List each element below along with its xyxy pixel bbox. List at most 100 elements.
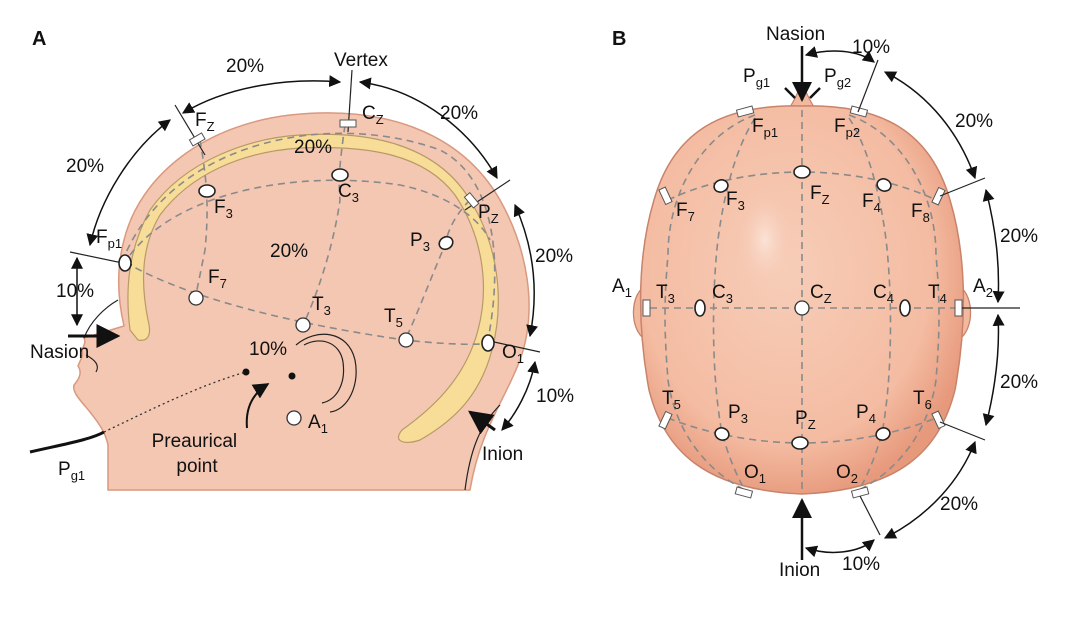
electrode-f3-top xyxy=(713,179,729,193)
panel-b-label: B xyxy=(612,28,626,50)
label-a1-side: A1 xyxy=(308,412,328,436)
arrow-top-left-20 xyxy=(181,75,342,114)
tick-fp2-top xyxy=(857,59,879,113)
pad-f7-top xyxy=(658,186,673,206)
label-t3-top: T3 xyxy=(656,282,675,306)
label-t5-top: T5 xyxy=(662,388,681,412)
label-inion-top: Inion xyxy=(779,560,820,581)
label-fz-side: FZ xyxy=(195,110,215,134)
electrode-fp1-side xyxy=(118,254,132,272)
panel-a-side-view: A xyxy=(29,28,574,491)
label-c4-top: C4 xyxy=(873,282,894,306)
electrode-fz-top xyxy=(793,165,811,179)
label-pct-mid: 20% xyxy=(270,241,308,262)
label-fp1-side: Fp1 xyxy=(96,227,122,251)
label-f7-side: F7 xyxy=(208,267,227,291)
panel-b-top-view: B xyxy=(612,24,1038,581)
label-inion-side: Inion xyxy=(482,444,523,465)
label-pct-ear-10: 10% xyxy=(249,339,287,360)
label-a2-top: A2 xyxy=(973,276,993,300)
top-head-highlight xyxy=(737,190,793,290)
pad-fz xyxy=(188,132,206,147)
label-pct-band: 20% xyxy=(294,137,332,158)
pad-t5-top xyxy=(658,410,673,430)
arrow-inion-10 xyxy=(501,360,540,431)
pg1-lead-wire xyxy=(29,430,105,454)
electrode-p3-side xyxy=(438,235,454,251)
pad-o2-top xyxy=(850,486,870,499)
label-pct-top-10: 10% xyxy=(852,37,890,58)
arrow-preaurical-pointer xyxy=(245,383,270,429)
label-pct-top-left: 20% xyxy=(226,56,264,77)
electrode-f3-side xyxy=(198,184,216,198)
tick-fz xyxy=(174,104,206,156)
label-o1-side: O1 xyxy=(502,342,524,366)
arrow-left-20 xyxy=(86,119,171,247)
label-p4-top: P4 xyxy=(856,402,876,426)
label-pct-bottom-10: 10% xyxy=(842,554,880,575)
label-p3-top: P3 xyxy=(728,402,748,426)
electrode-o1-side xyxy=(481,334,495,352)
arrow-top-right-20 xyxy=(358,77,498,180)
label-a1-top: A1 xyxy=(612,276,632,300)
label-pz-side: PZ xyxy=(478,202,499,226)
arrow-right-20-bottom xyxy=(883,440,977,539)
pad-t4-top xyxy=(954,299,963,317)
label-pg1-top: Pg1 xyxy=(743,66,770,90)
top-head-outline xyxy=(639,105,965,495)
arrow-right-20-lower xyxy=(982,313,1005,427)
arrow-right-20-top xyxy=(883,71,978,180)
arrow-top-10 xyxy=(804,46,875,63)
pad-t6-top xyxy=(931,410,946,430)
side-brain-band xyxy=(127,133,499,443)
label-f3-top: F3 xyxy=(726,189,745,213)
preaurical-dot-1 xyxy=(242,368,250,376)
label-pz-top: PZ xyxy=(795,408,816,432)
label-pct-right-20-top: 20% xyxy=(955,111,993,132)
arrow-inion-pointer xyxy=(468,410,496,435)
label-pg2-top: Pg2 xyxy=(824,66,851,90)
label-t4-top: T4 xyxy=(928,282,947,306)
electrode-c3-side xyxy=(331,168,349,182)
electrode-cz-top xyxy=(794,300,810,316)
label-o2-top: O2 xyxy=(836,462,858,486)
label-c3-side: C3 xyxy=(338,181,359,205)
side-guide-lower xyxy=(124,261,491,346)
label-preaurical-line1: Preaurical xyxy=(152,431,238,452)
pad-pz xyxy=(463,192,480,209)
label-t6-top: T6 xyxy=(913,388,932,412)
label-nasion-top: Nasion xyxy=(766,24,825,45)
label-f3-side: F3 xyxy=(214,197,233,221)
electrode-pz-top xyxy=(791,436,809,450)
label-pct-right-20-bottom: 20% xyxy=(940,494,978,515)
electrode-p4-top xyxy=(875,427,891,441)
label-f4-top: F4 xyxy=(862,191,881,215)
arrow-right-20-upper xyxy=(982,188,1005,304)
label-preaurical: Preaurical point xyxy=(152,431,243,477)
label-fp2-top: Fp2 xyxy=(834,116,860,140)
electrode-t5-side xyxy=(398,332,414,348)
side-guide-f-col xyxy=(194,139,208,299)
label-fz-top: FZ xyxy=(810,183,830,207)
side-ear xyxy=(295,333,357,413)
tick-f8-top xyxy=(939,177,986,197)
label-vertex: Vertex xyxy=(334,50,388,71)
label-pct-inion-10: 10% xyxy=(536,386,574,407)
label-f8-top: F8 xyxy=(911,201,930,225)
label-o1-top: O1 xyxy=(744,462,766,486)
label-pg1-side: Pg1 xyxy=(58,459,85,483)
tick-pg2-top xyxy=(809,87,821,99)
arrow-right-20 xyxy=(513,203,538,338)
tick-o2-top xyxy=(859,495,881,536)
pad-fp1-top xyxy=(735,105,755,118)
label-pct-top-right: 20% xyxy=(440,103,478,124)
top-guide-right-col xyxy=(848,117,892,491)
label-pct-right-20-lower: 20% xyxy=(1000,372,1038,393)
label-nasion-side: Nasion xyxy=(30,342,89,363)
electrode-c4-top xyxy=(899,299,911,317)
electrode-f4-top xyxy=(876,178,892,192)
label-p3-side: P3 xyxy=(410,230,430,254)
electrode-f7-side xyxy=(188,290,204,306)
side-guide-upper xyxy=(129,179,491,256)
